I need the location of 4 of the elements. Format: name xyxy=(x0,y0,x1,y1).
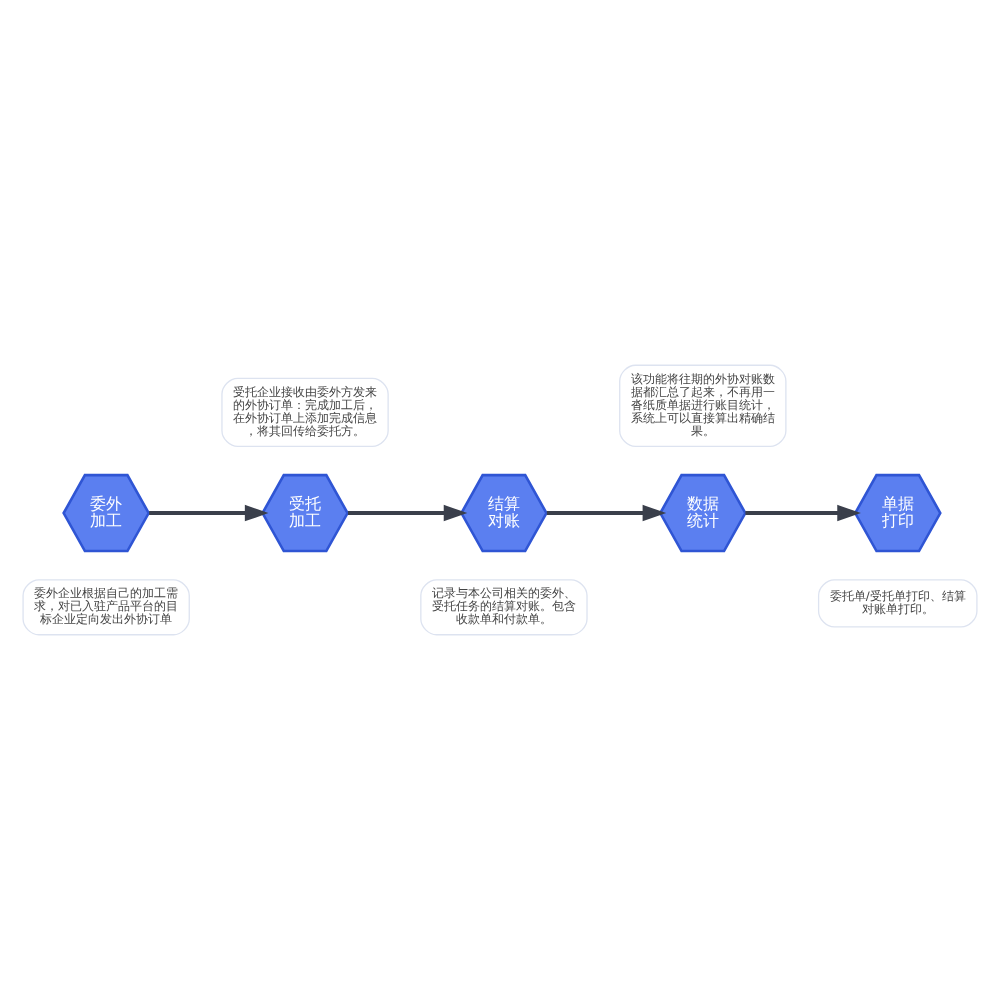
arrow xyxy=(348,504,468,522)
arrow xyxy=(546,504,667,522)
arrow xyxy=(149,504,269,522)
arrow xyxy=(745,504,861,522)
